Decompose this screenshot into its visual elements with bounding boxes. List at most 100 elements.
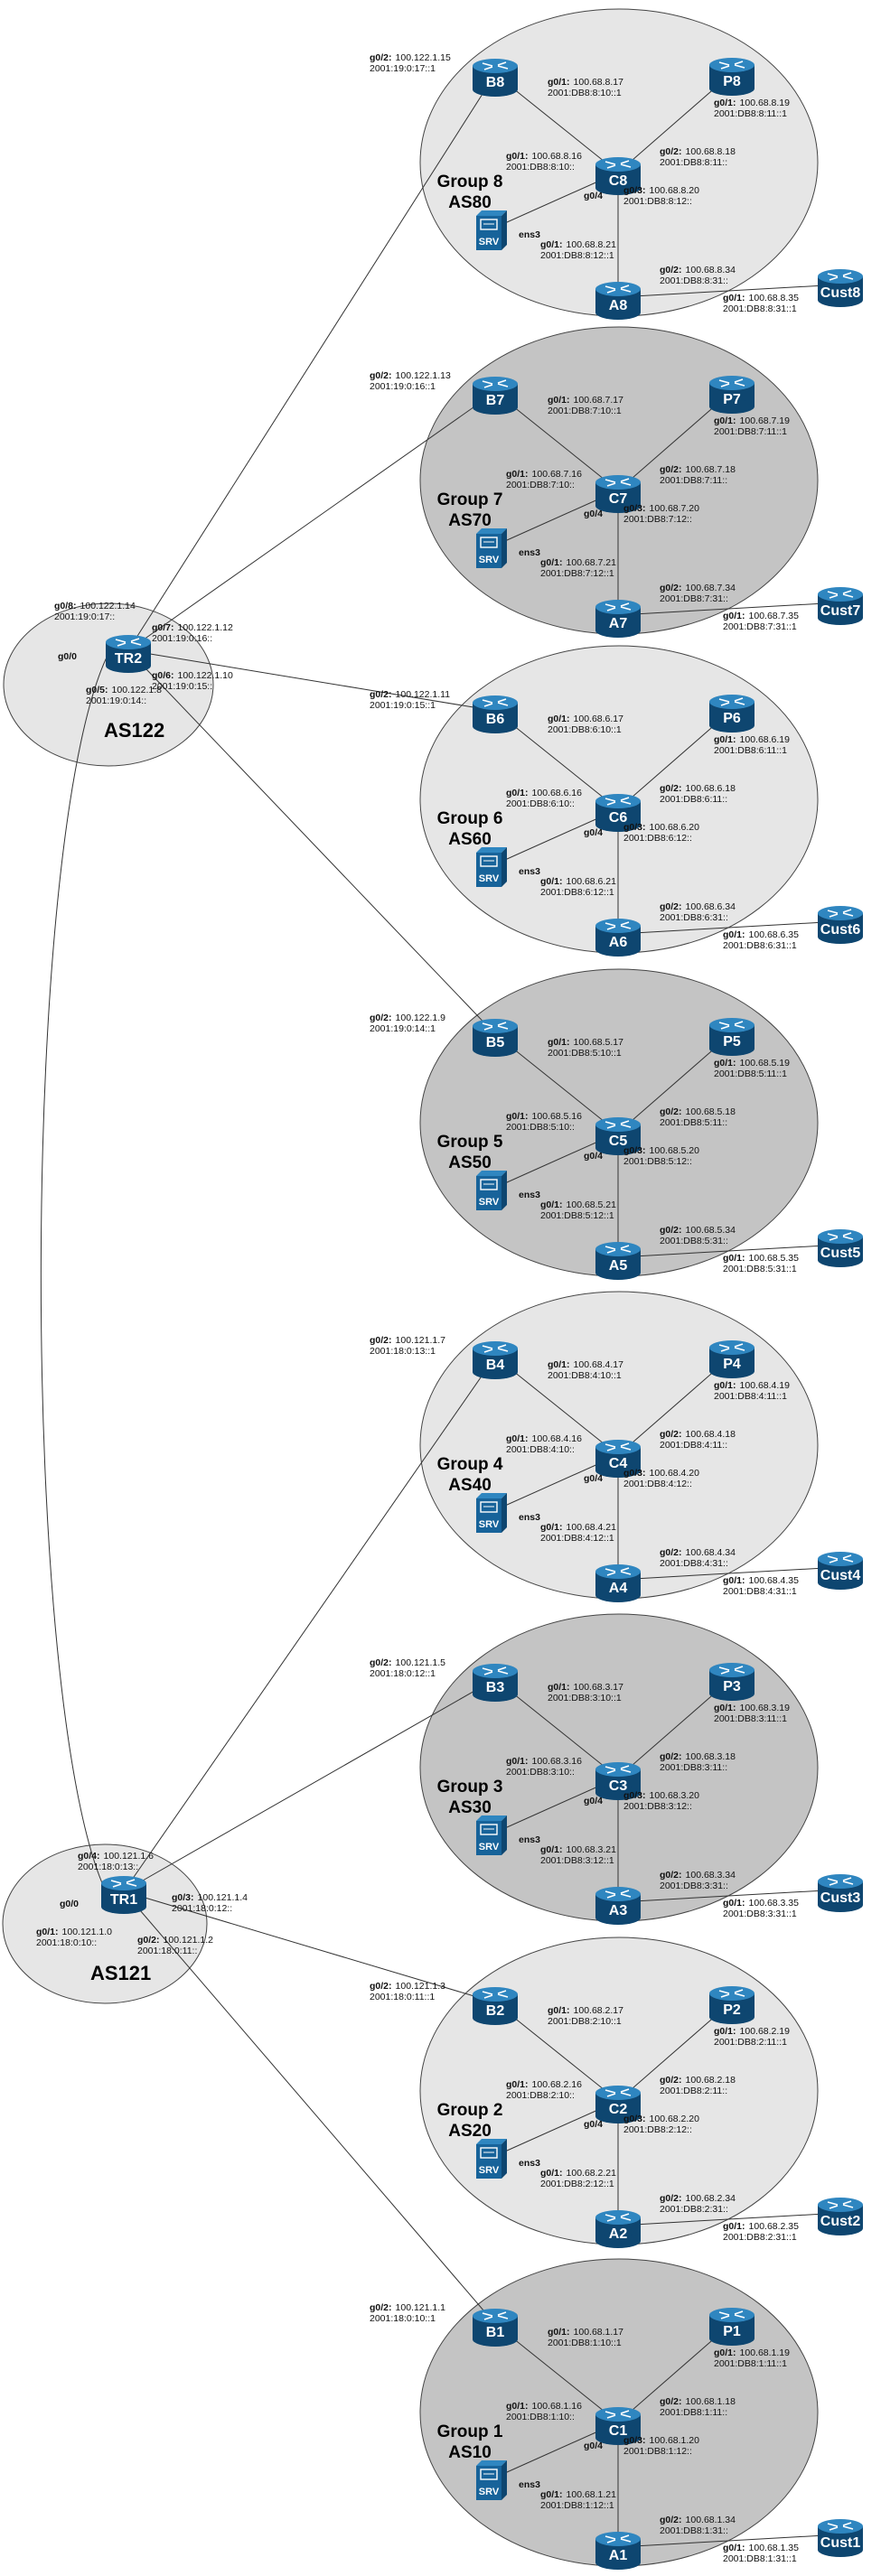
router-p4[interactable]: P4	[709, 1340, 754, 1378]
router-c6-label: C6	[609, 810, 628, 826]
iface-c2-to-access-ipv4: 100.68.2.20	[650, 2114, 700, 2124]
iface-a2-to-cust-ipv6: 2001:DB8:2:31::	[660, 2204, 728, 2215]
router-a4[interactable]: A4	[595, 1564, 641, 1602]
router-c5[interactable]: C5	[595, 1117, 641, 1155]
server-c8[interactable]: SRV	[476, 210, 507, 250]
iface-tr1-g0-0: g0/0	[60, 1899, 79, 1909]
router-arrows-icon	[605, 478, 632, 487]
iface-b3-to-core-ipv4: 100.68.3.17	[574, 1682, 624, 1693]
iface-a7-to-cust-ipv6: 2001:DB8:7:31::	[660, 593, 728, 604]
router-p7[interactable]: P7	[709, 376, 754, 414]
router-b8[interactable]: B8	[473, 59, 518, 97]
router-a3[interactable]: A3	[595, 1887, 641, 1925]
iface-tr1-g0-4-port: g0/4:	[78, 1851, 100, 1862]
router-p1[interactable]: P1	[709, 2308, 754, 2346]
iface-b3-to-core-port: g0/1:	[548, 1682, 570, 1693]
iface-c3-to-srv: g0/4	[584, 1796, 603, 1806]
router-c4[interactable]: C4	[595, 1440, 641, 1478]
router-c3[interactable]: C3	[595, 1762, 641, 1800]
router-p2[interactable]: P2	[709, 1986, 754, 2024]
router-a7[interactable]: A7	[595, 600, 641, 638]
router-cust8-top	[818, 269, 863, 284]
router-b2[interactable]: B2	[473, 1987, 518, 2025]
router-p7-top	[709, 376, 754, 390]
router-b5[interactable]: B5	[473, 1019, 518, 1057]
router-arrows-icon	[827, 1232, 854, 1241]
iface-tr1-g0-1-ipv6: 2001:18:0:10::	[36, 1937, 97, 1948]
router-arrows-icon	[605, 1765, 632, 1774]
router-cust4[interactable]: Cust4	[818, 1552, 863, 1590]
router-cust1[interactable]: Cust1	[818, 2519, 863, 2557]
router-c2[interactable]: C2	[595, 2086, 641, 2123]
router-cust3[interactable]: Cust3	[818, 1874, 863, 1912]
router-a2-label: A2	[609, 2226, 628, 2242]
router-p3-base	[709, 1686, 754, 1701]
iface-a7-to-core-ipv4: 100.68.7.21	[567, 557, 617, 568]
router-a6[interactable]: A6	[595, 919, 641, 957]
router-a8[interactable]: A8	[595, 282, 641, 320]
router-p5[interactable]: P5	[709, 1018, 754, 1056]
router-b1[interactable]: B1	[473, 2309, 518, 2347]
router-tr2-label: TR2	[115, 651, 142, 667]
group-name: Group 7	[437, 490, 503, 509]
router-c2-label: C2	[609, 2102, 628, 2117]
router-tr1[interactable]: TR1	[101, 1876, 146, 1914]
link-tr1-b2	[123, 1890, 496, 2003]
router-c1[interactable]: C1	[595, 2407, 641, 2445]
router-p6[interactable]: P6	[709, 695, 754, 733]
server-c1[interactable]: SRV	[476, 2460, 507, 2500]
router-arrows-icon	[482, 379, 509, 388]
iface-c5-to-peer-port: g0/2:	[660, 1106, 682, 1117]
router-c7[interactable]: C7	[595, 475, 641, 513]
server-c5[interactable]: SRV	[476, 1171, 507, 1210]
server-c2[interactable]: SRV	[476, 2139, 507, 2179]
router-b8-base	[473, 82, 518, 97]
router-b3[interactable]: B3	[473, 1664, 518, 1702]
router-b6[interactable]: B6	[473, 695, 518, 733]
router-p8-label: P8	[723, 74, 741, 89]
router-p3[interactable]: P3	[709, 1663, 754, 1701]
server-c4[interactable]: SRV	[476, 1493, 507, 1533]
router-b7[interactable]: B7	[473, 377, 518, 415]
iface-a3-to-core-ipv6: 2001:DB8:3:12::1	[540, 1855, 614, 1866]
router-cust8[interactable]: Cust8	[818, 269, 863, 307]
router-tr2[interactable]: TR2	[106, 635, 151, 673]
router-b3-top	[473, 1664, 518, 1678]
router-arrows-icon	[482, 61, 509, 70]
router-b4[interactable]: B4	[473, 1341, 518, 1379]
router-a1[interactable]: A1	[595, 2532, 641, 2570]
router-cust2[interactable]: Cust2	[818, 2198, 863, 2235]
router-a2[interactable]: A2	[595, 2210, 641, 2248]
iface-c3-to-access-ipv4: 100.68.3.20	[650, 1790, 700, 1801]
router-cust5[interactable]: Cust5	[818, 1229, 863, 1267]
iface-c8-to-peer-ipv6: 2001:DB8:8:11::	[660, 157, 727, 168]
iface-b8-uplink-port: g0/2:	[370, 52, 392, 63]
router-c6[interactable]: C6	[595, 794, 641, 832]
iface-cust4-to-access-ipv6: 2001:DB8:4:31::1	[723, 1586, 797, 1597]
server-c6[interactable]: SRV	[476, 847, 507, 887]
server-c8-top	[476, 210, 507, 216]
router-cust7[interactable]: Cust7	[818, 587, 863, 625]
link-tr1-b4	[123, 1356, 496, 1892]
iface-b7-to-core-ipv4: 100.68.7.17	[574, 395, 624, 406]
iface-a4-to-core-ipv4: 100.68.4.21	[567, 1522, 617, 1533]
server-c7[interactable]: SRV	[476, 528, 507, 568]
router-arrows-icon	[718, 1021, 745, 1030]
server-c3[interactable]: SRV	[476, 1815, 507, 1855]
router-a5[interactable]: A5	[595, 1242, 641, 1280]
router-c8[interactable]: C8	[595, 157, 641, 195]
router-p8[interactable]: P8	[709, 58, 754, 96]
router-cust6[interactable]: Cust6	[818, 906, 863, 944]
iface-c6-to-peer-ipv6: 2001:DB8:6:11::	[660, 794, 727, 805]
